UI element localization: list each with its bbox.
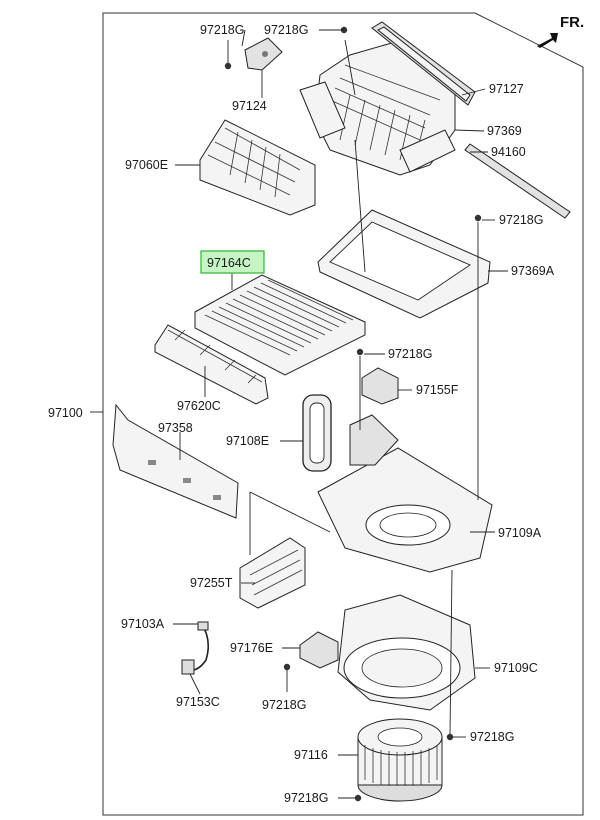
part-label-97218G[interactable]: 97218G	[499, 213, 543, 227]
part-label-97218G[interactable]: 97218G	[470, 730, 514, 744]
seal-strip-94160	[464, 143, 571, 219]
part-label-97255T[interactable]: 97255T	[190, 576, 233, 590]
duct-97060E	[199, 119, 316, 216]
highlight-box	[200, 250, 265, 274]
part-label-97218G[interactable]: 97218G	[284, 791, 328, 805]
resistor-97255T	[239, 537, 306, 609]
filter-guide-97620C	[154, 324, 269, 405]
part-label-97153C[interactable]: 97153C	[176, 695, 220, 709]
filter-frame-97369A	[317, 209, 491, 319]
screw-icon	[224, 26, 482, 802]
part-label-97369[interactable]: 97369	[487, 124, 522, 138]
front-direction-label: FR.	[560, 14, 584, 31]
cabin-filter-97164C	[194, 274, 366, 376]
upper-case-97127	[299, 41, 456, 176]
assembly-frame	[102, 12, 584, 816]
actuator-97124	[244, 37, 283, 71]
part-label-97176E[interactable]: 97176E	[230, 641, 273, 655]
blower-case-97109C	[337, 594, 476, 711]
part-label-97218G[interactable]: 97218G	[200, 23, 244, 37]
part-label-97103A[interactable]: 97103A	[121, 617, 165, 631]
resistor-leader	[249, 491, 331, 533]
cover-panel-97358	[112, 403, 239, 519]
part-label-97127[interactable]: 97127	[489, 82, 524, 96]
part-label-97358[interactable]: 97358	[158, 421, 193, 435]
part-label-97108E[interactable]: 97108E	[226, 434, 269, 448]
part-label-97060E[interactable]: 97060E	[125, 158, 168, 172]
part-label-97620C[interactable]: 97620C	[177, 399, 221, 413]
part-label-97155F[interactable]: 97155F	[416, 383, 459, 397]
part-label-97218G[interactable]: 97218G	[388, 347, 432, 361]
part-label-97164C[interactable]: 97164C	[207, 256, 251, 270]
part-label-97369A[interactable]: 97369A	[511, 264, 555, 278]
part-label-97218G[interactable]: 97218G	[262, 698, 306, 712]
blower-fan-97116	[357, 718, 443, 802]
part-label-97109C[interactable]: 97109C	[494, 661, 538, 675]
actuator-97155F	[361, 367, 399, 405]
part-label-97124[interactable]: 97124	[232, 99, 267, 113]
blower-case-97109A	[317, 414, 493, 573]
gasket-97108E	[302, 394, 332, 472]
part-label-97116[interactable]: 97116	[294, 748, 328, 762]
front-direction-arrow-icon	[537, 33, 558, 48]
leader-lines	[173, 29, 508, 799]
harness-97153C	[181, 621, 210, 675]
motor-module-97176E	[299, 631, 339, 669]
part-label-97100[interactable]: 97100	[48, 406, 83, 420]
part-label-97109A[interactable]: 97109A	[498, 526, 542, 540]
part-label-97218G[interactable]: 97218G	[264, 23, 308, 37]
part-label-94160[interactable]: 94160	[491, 145, 526, 159]
